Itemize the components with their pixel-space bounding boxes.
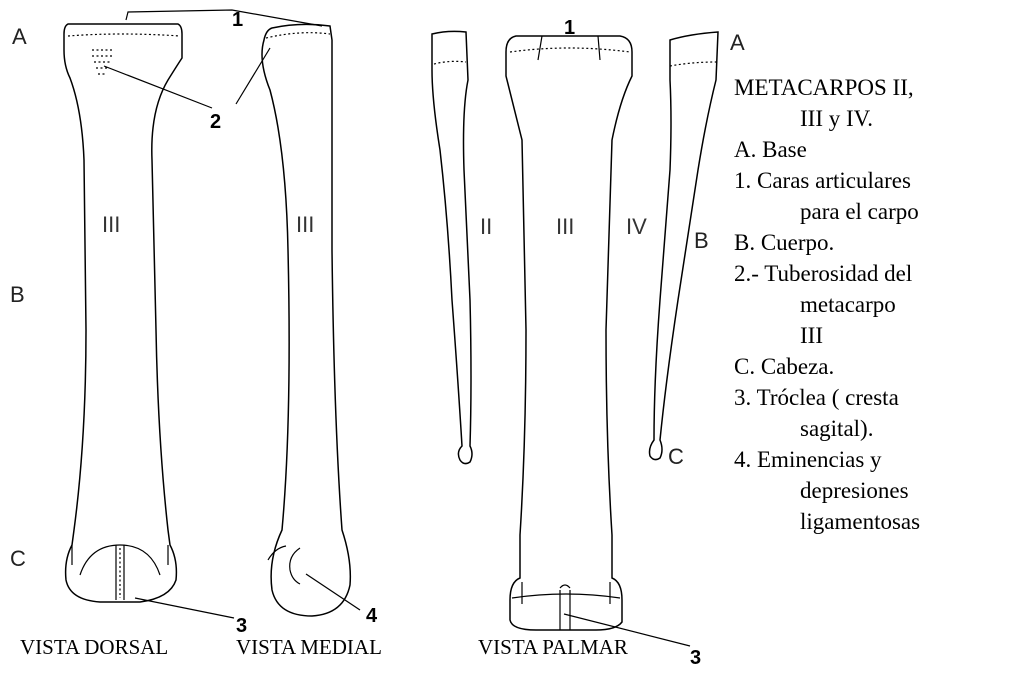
legend-item: ligamentosas: [734, 506, 1024, 537]
legend-item: C. Cabeza.: [734, 351, 1024, 382]
palmar-metacarpal-ii: [432, 31, 472, 463]
label-3-palmar: 3: [690, 647, 701, 669]
dorsal-metacarpal-bone: [64, 24, 182, 602]
legend-item: B. Cuerpo.: [734, 227, 1024, 258]
region-a-right: A: [730, 30, 745, 55]
legend-item: 1. Caras articulares: [734, 165, 1024, 196]
roman-iii-palmar: III: [556, 214, 574, 239]
legend-item: A. Base: [734, 134, 1024, 165]
legend-item: 2.- Tuberosidad del: [734, 258, 1024, 289]
legend-title-line2: III y IV.: [734, 103, 1024, 134]
legend-item: para el carpo: [734, 196, 1024, 227]
legend-item: 4. Eminencias y: [734, 444, 1024, 475]
palmar-metacarpal-iii: [506, 36, 632, 630]
legend-item: III: [734, 320, 1024, 351]
caption-palmar-view: VISTA PALMAR: [478, 635, 628, 659]
legend-item: depresiones: [734, 475, 1024, 506]
region-b-right: B: [694, 228, 709, 253]
roman-iv-palmar: IV: [626, 214, 647, 239]
legend-item: 3. Tróclea ( cresta: [734, 382, 1024, 413]
label-2: 2: [210, 111, 221, 133]
legend-title-line1: METACARPOS II,: [734, 72, 1024, 103]
caption-dorsal-view: VISTA DORSAL: [20, 635, 168, 659]
legend-item: sagital).: [734, 413, 1024, 444]
medial-metacarpal-bone: [262, 24, 350, 616]
region-c-right: C: [668, 444, 684, 469]
label-3-dorsal: 3: [236, 615, 247, 637]
region-a-left: A: [12, 24, 27, 49]
label-1-palmar: 1: [564, 17, 575, 39]
caption-medial-view: VISTA MEDIAL: [236, 635, 382, 659]
label-4: 4: [366, 605, 378, 627]
legend-item: metacarpo: [734, 289, 1024, 320]
region-c-left: C: [10, 546, 26, 571]
roman-iii-medial: III: [296, 212, 314, 237]
roman-iii-dorsal: III: [102, 212, 120, 237]
roman-ii-palmar: II: [480, 214, 492, 239]
label-1-dorsal: 1: [232, 9, 243, 31]
legend: METACARPOS II, III y IV. A. Base 1. Cara…: [734, 72, 1024, 537]
region-b-left: B: [10, 282, 25, 307]
